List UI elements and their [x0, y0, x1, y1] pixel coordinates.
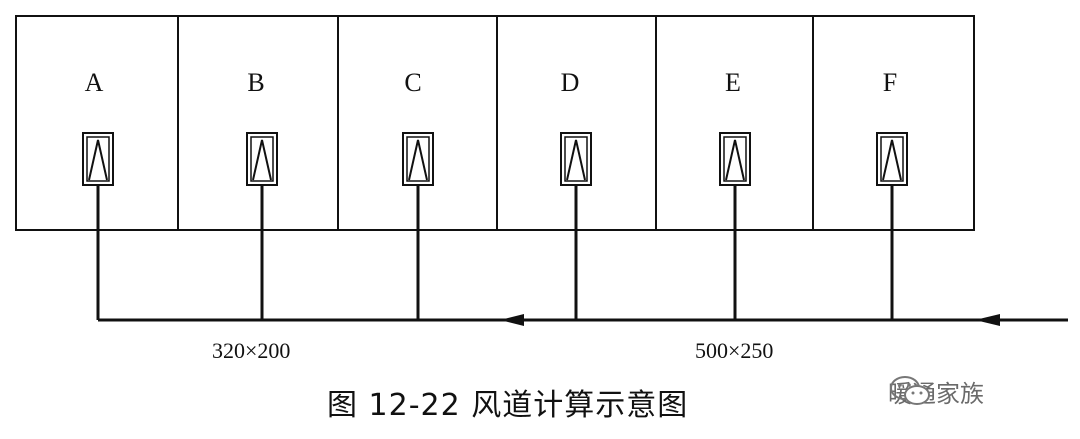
diffuser-wedge-icon [88, 139, 108, 181]
terminal-inner-frame [86, 136, 110, 182]
duct-size-right: 500×250 [695, 338, 774, 363]
air-terminal-d [560, 132, 592, 320]
duct-size-left: 320×200 [212, 338, 291, 363]
room-label-f: F [882, 68, 898, 97]
terminal-inner-frame [564, 136, 588, 182]
room-label-b: B [247, 68, 265, 97]
room-grid [15, 15, 975, 231]
watermark-text: 暖通家族 [888, 380, 984, 408]
air-terminal-a [82, 132, 114, 320]
wechat-icon [890, 376, 930, 405]
air-terminal-e [719, 132, 751, 320]
diffuser-wedge-icon [408, 139, 428, 181]
room-label-e: E [725, 68, 741, 97]
air-terminal-f [876, 132, 908, 320]
flow-arrow-icon [975, 314, 1000, 326]
terminal-inner-frame [250, 136, 274, 182]
room-outline [15, 15, 975, 231]
terminal-box [82, 132, 114, 186]
room-label-d: D [560, 68, 580, 97]
flow-arrows [500, 314, 1000, 326]
terminal-inner-frame [723, 136, 747, 182]
diffuser-wedge-icon [566, 139, 586, 181]
diffuser-wedge-icon [882, 139, 902, 181]
flow-arrow-icon [500, 314, 524, 326]
air-terminal-c [402, 132, 434, 320]
diffuser-wedge-icon [252, 139, 272, 181]
figure-caption: 图 12-22 风道计算示意图 [327, 388, 689, 423]
room-label-a: A [84, 68, 104, 97]
terminal-inner-frame [880, 136, 904, 182]
diffuser-wedge-icon [725, 139, 745, 181]
air-terminal-b [246, 132, 278, 320]
room-label-c: C [404, 68, 422, 97]
terminals [82, 132, 908, 320]
watermark: 暖通家族 [888, 374, 984, 409]
terminal-inner-frame [406, 136, 430, 182]
